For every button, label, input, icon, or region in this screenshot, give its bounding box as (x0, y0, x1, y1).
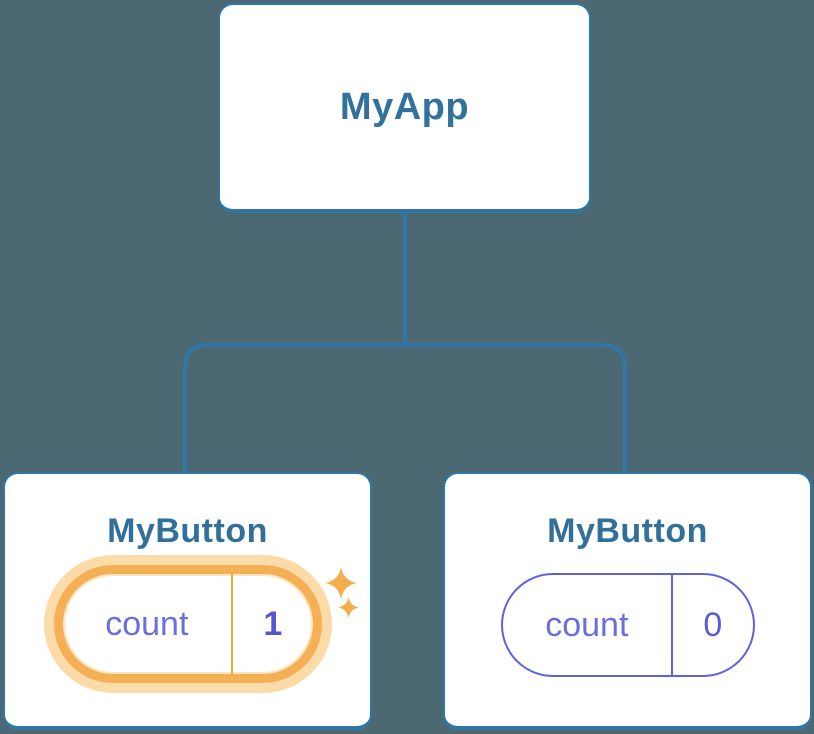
state-pill: count 0 (500, 573, 755, 677)
state-value: 1 (263, 604, 283, 643)
state-value-cell: 0 (671, 575, 752, 675)
state-pill-highlighted: count 1 (53, 565, 322, 683)
state-label: count (105, 604, 189, 643)
root-component-card: MyApp (218, 3, 591, 213)
sparkle-large-icon (325, 567, 357, 599)
sparkle-small-icon (338, 597, 359, 618)
state-label-cell: count (503, 575, 672, 675)
state-label: count (545, 605, 629, 644)
state-value-cell: 1 (231, 574, 312, 674)
child-component-title: MyButton (547, 512, 708, 550)
child-component-card-right: MyButton count 0 (443, 472, 812, 730)
state-value: 0 (703, 605, 723, 644)
child-component-card-left: MyButton count 1 (3, 472, 372, 730)
child-component-title: MyButton (107, 512, 268, 550)
root-component-title: MyApp (339, 85, 470, 128)
state-label-cell: count (63, 574, 232, 674)
